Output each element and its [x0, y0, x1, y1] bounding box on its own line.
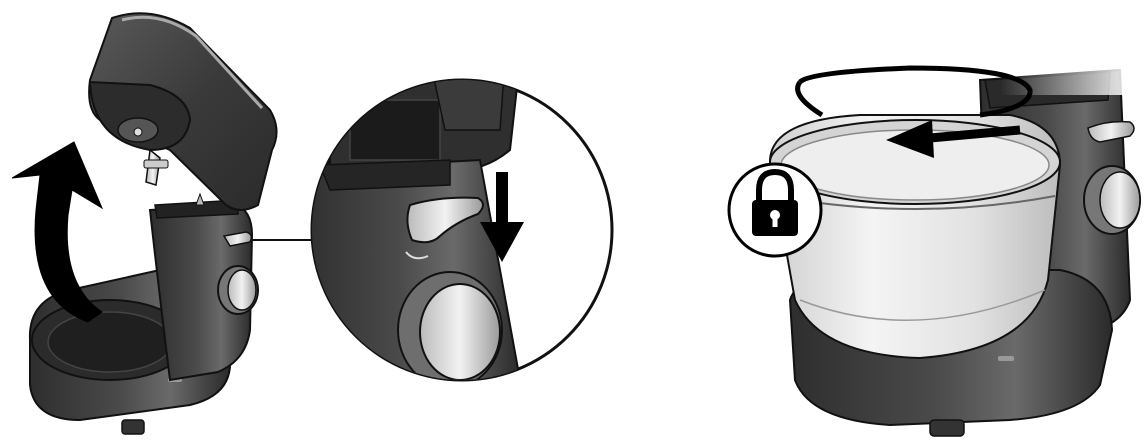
panel-raise-head [12, 13, 612, 434]
padlock-icon [729, 164, 821, 256]
speed-knob [218, 266, 258, 314]
panel-lock-bowl [729, 0, 1144, 436]
mixer-head-tilted [89, 13, 276, 210]
zoom-detail-circle [300, 60, 612, 390]
